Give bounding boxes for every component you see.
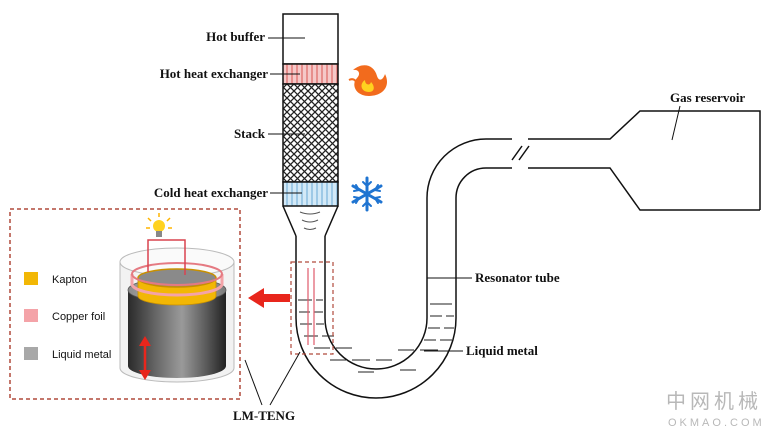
svg-text:Liquid metal: Liquid metal xyxy=(52,349,111,361)
double-arrow-icon xyxy=(139,336,151,380)
legend-item-kapton: Kapton xyxy=(24,272,87,286)
label-resonator-tube: Resonator tube xyxy=(475,270,560,285)
hot-buffer xyxy=(282,13,339,65)
teng-electrodes xyxy=(290,261,334,355)
svg-text:Copper foil: Copper foil xyxy=(52,311,105,323)
label-hot-heat-exchanger: Hot heat exchanger xyxy=(160,66,269,81)
legend-item-liquid-metal: Liquid metal xyxy=(24,347,111,361)
label-hot-buffer: Hot buffer xyxy=(206,29,265,44)
labels: Hot buffer Hot heat exchanger Stack Cold… xyxy=(154,29,746,423)
watermark-url: OKMAO.COM xyxy=(668,417,765,429)
svg-text:Kapton: Kapton xyxy=(52,274,87,286)
label-liquid-metal: Liquid metal xyxy=(466,343,538,358)
label-cold-heat-exchanger: Cold heat exchanger xyxy=(154,185,268,200)
left-arrow-icon xyxy=(248,288,290,308)
stack xyxy=(282,83,339,183)
label-stack: Stack xyxy=(234,126,266,141)
engine-tube xyxy=(282,13,339,237)
resonator-system xyxy=(295,110,761,399)
watermark: 中网机械 OKMAO.COM xyxy=(666,389,765,429)
legend-item-copper-foil: Copper foil xyxy=(24,309,105,323)
label-lm-teng: LM-TENG xyxy=(233,408,295,423)
teng-dashed-region xyxy=(290,261,334,355)
label-gas-reservoir: Gas reservoir xyxy=(670,90,745,105)
cold-heat-exchanger xyxy=(282,181,339,207)
lightbulb-icon xyxy=(146,213,172,237)
liquid-metal-fill xyxy=(298,299,454,373)
snowflake-icon xyxy=(351,176,383,212)
watermark-chinese: 中网机械 xyxy=(666,389,762,413)
flame-icon xyxy=(348,65,388,96)
teng-cylinder xyxy=(119,239,235,383)
legend: Kapton Copper foil Liquid metal xyxy=(24,272,111,361)
